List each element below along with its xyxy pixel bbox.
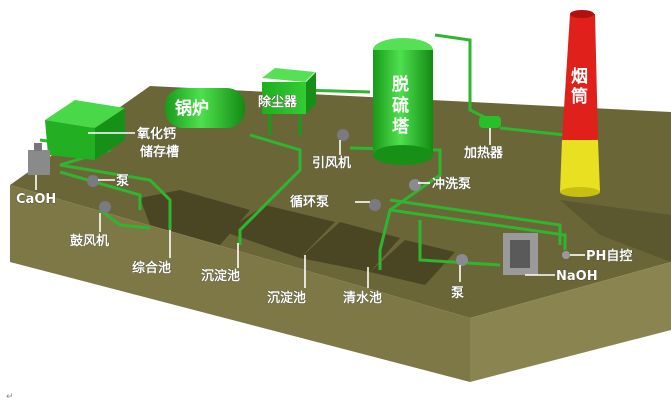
label-blower: 鼓风机 <box>70 233 109 249</box>
platform-front <box>10 185 470 382</box>
desulfurization-tower <box>373 38 433 165</box>
heater <box>479 116 501 128</box>
label-dust-collector: 除尘器 <box>258 94 298 110</box>
clear-pool <box>370 240 455 285</box>
cao-storage-tank <box>45 100 125 160</box>
ph-sensor-icon <box>562 251 570 259</box>
label-tower-3: 塔 <box>392 116 410 137</box>
label-tower-1: 脱 <box>392 74 409 95</box>
label-cao-tank-1: 氧化钙 <box>136 126 176 142</box>
settling-pool-2 <box>300 222 400 272</box>
circulation-pump-icon <box>369 199 381 211</box>
caoh-dosing-unit <box>28 143 50 175</box>
paragraph-mark: ↵ <box>6 392 14 402</box>
label-induced-fan: 引风机 <box>312 155 351 171</box>
label-cao-tank-2: 储存槽 <box>139 144 179 160</box>
label-clear-pool: 清水池 <box>343 290 382 306</box>
dust-collector <box>262 68 316 135</box>
platform-side <box>470 262 671 382</box>
pump-left-icon <box>87 175 99 187</box>
label-chimney-1: 烟 <box>571 66 588 87</box>
label-boiler: 锅炉 <box>175 98 209 119</box>
boiler <box>165 88 245 128</box>
label-naoh: NaOH <box>556 269 598 284</box>
label-chimney-2: 筒 <box>571 86 588 107</box>
label-caoh: CaOH <box>16 192 56 207</box>
label-flush-pump: 冲洗泵 <box>432 176 471 192</box>
mixing-pool <box>140 190 250 245</box>
label-pump-right: 泵 <box>451 286 464 301</box>
label-ph-control: PH自控 <box>586 248 632 264</box>
naoh-dosing-unit <box>503 233 538 275</box>
pump-right-icon <box>456 254 468 266</box>
label-circulation-pump: 循环泵 <box>290 194 329 210</box>
chimney <box>560 10 600 197</box>
induced-fan-icon <box>337 129 349 141</box>
flush-pump-icon <box>409 179 421 191</box>
leader-lines <box>35 128 585 288</box>
label-settling-pool-2: 沉淀池 <box>267 290 306 306</box>
label-heater: 加热器 <box>463 145 504 161</box>
label-pump-left: 泵 <box>116 174 129 189</box>
blower-icon <box>99 201 111 213</box>
label-mixing-pool: 综合池 <box>132 260 171 276</box>
label-tower-2: 硫 <box>392 95 409 116</box>
label-settling-pool-1: 沉淀池 <box>201 268 240 284</box>
